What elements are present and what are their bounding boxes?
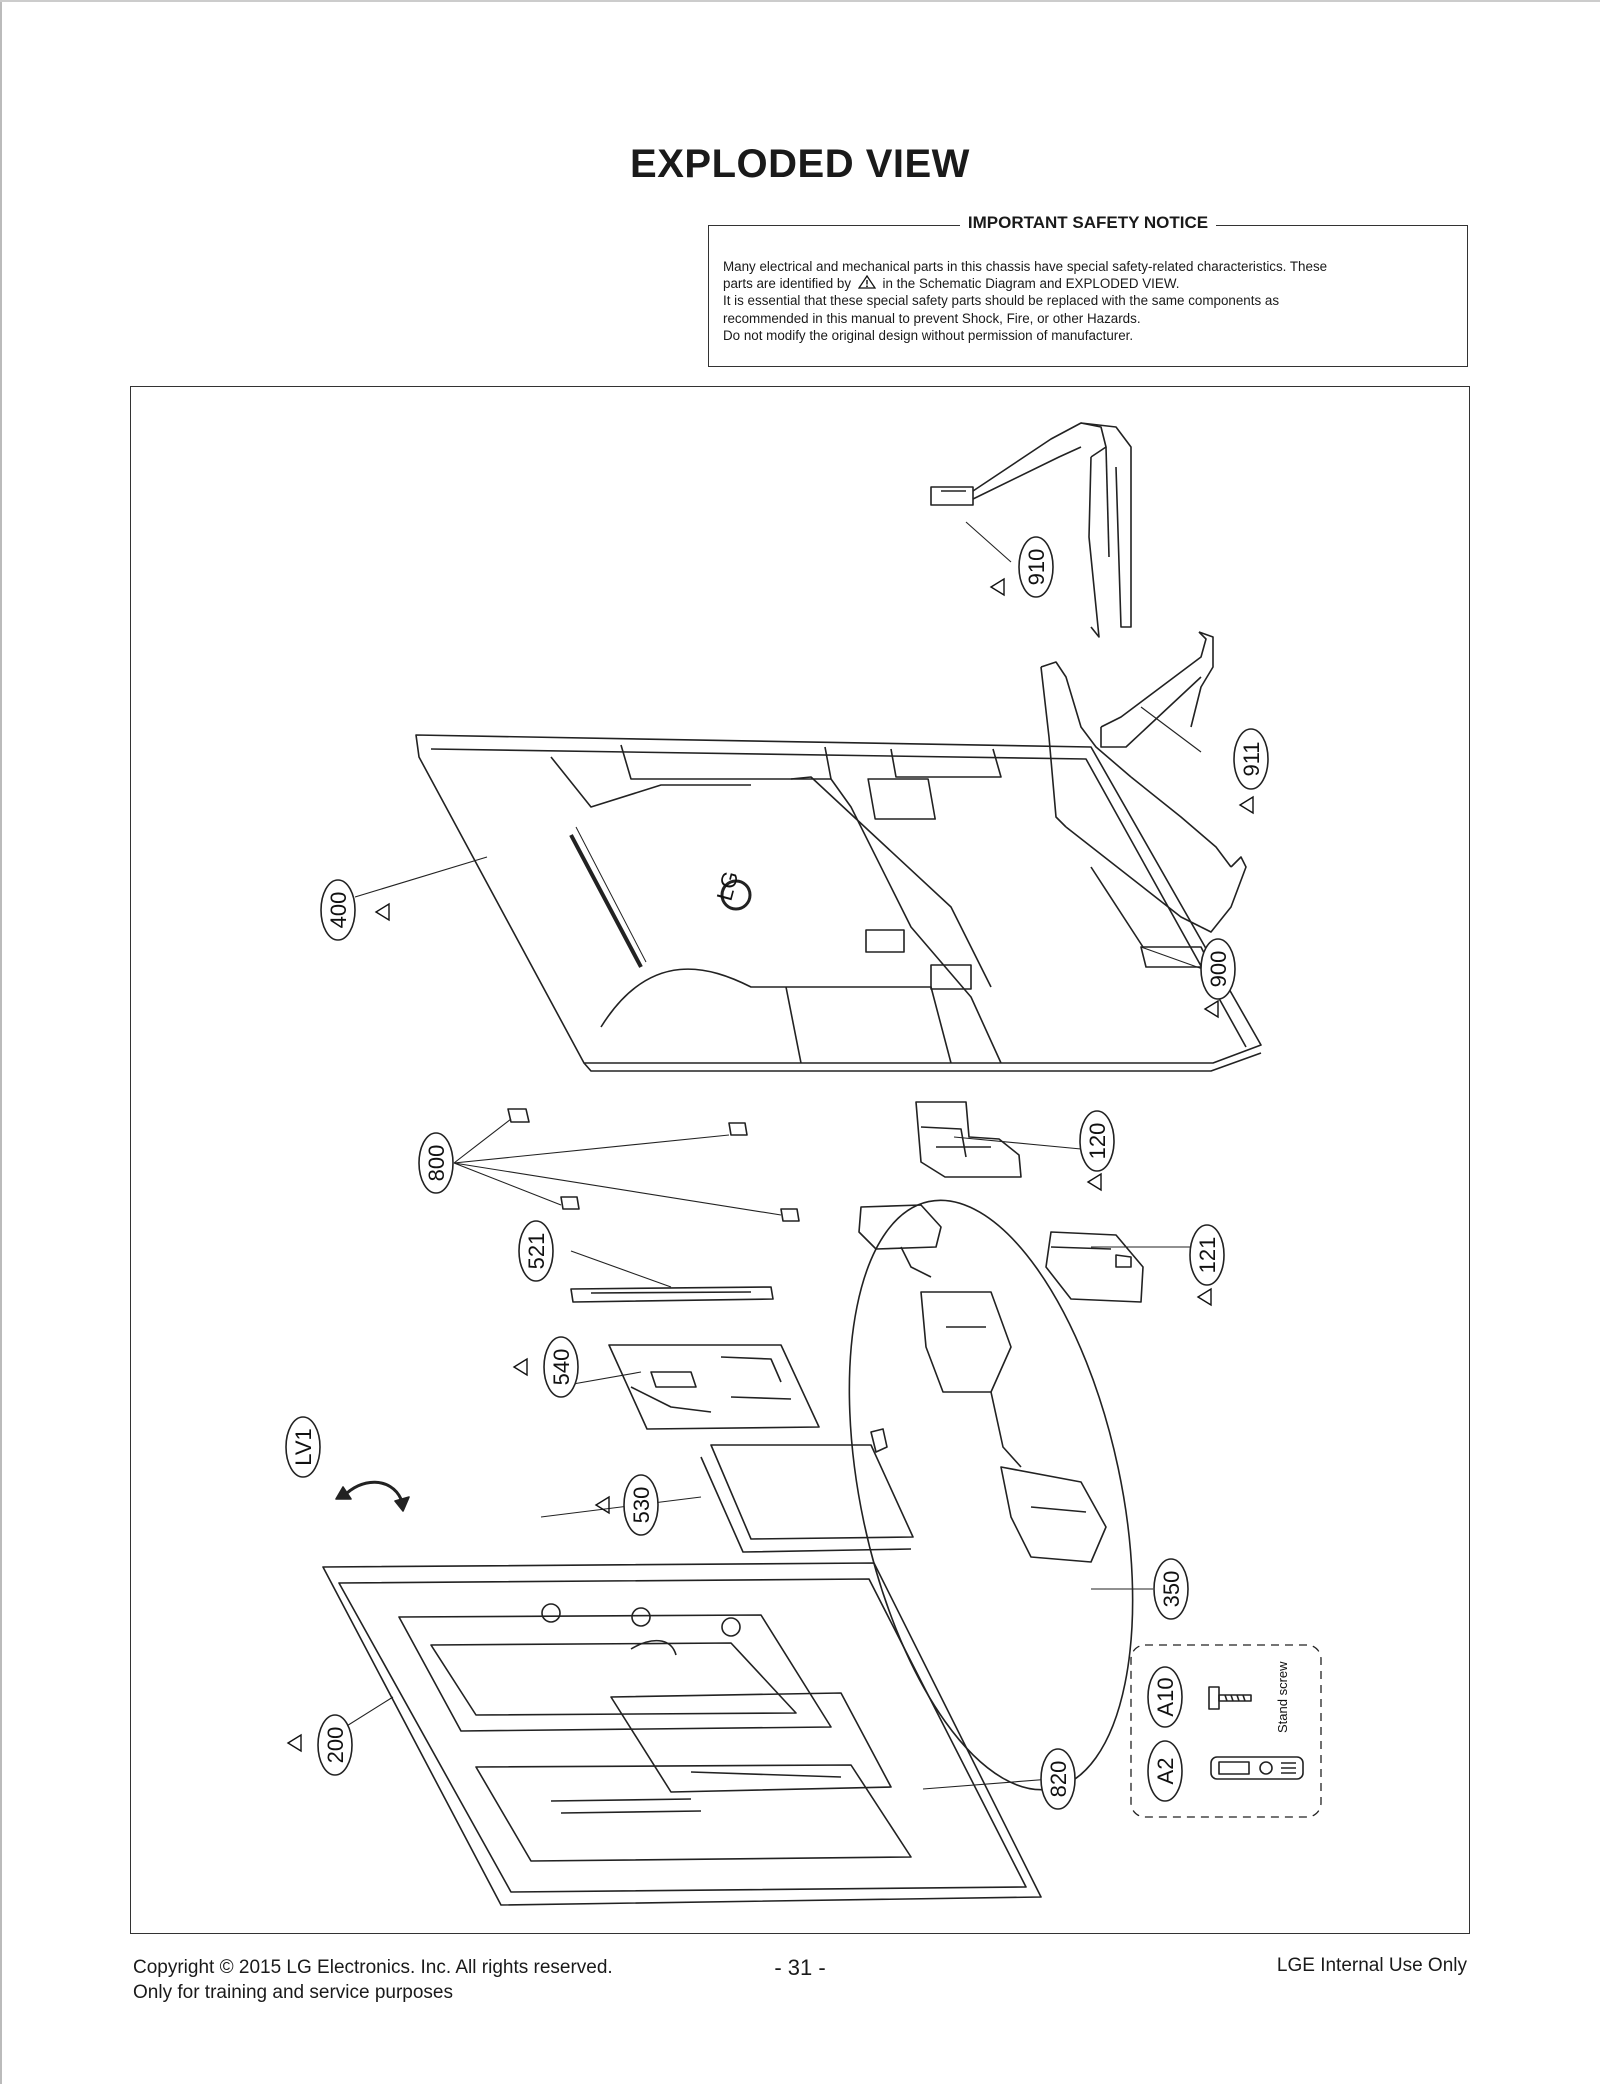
part-label-911: 911 (1233, 728, 1269, 790)
warning-triangle-icon (594, 1495, 610, 1515)
power-unit-120-drawing (915, 1101, 1022, 1178)
svg-text:LV1: LV1 (291, 1428, 316, 1466)
svg-text:820: 820 (1046, 1761, 1071, 1798)
leader-lines (325, 521, 1212, 1790)
cable-group-350-drawing (858, 1204, 1107, 1563)
front-cabinet-200-drawing (322, 1562, 1042, 1906)
part-labels: 910 911 400 900 800 120 (285, 536, 1269, 1810)
stand-base-911-drawing (1040, 631, 1247, 933)
notice-line-1: Many electrical and mechanical parts in … (723, 259, 1328, 274)
part-label-820: 820 (1040, 1748, 1076, 1810)
part-label-521: 521 (518, 1220, 554, 1282)
svg-text:540: 540 (549, 1349, 574, 1386)
lv1-arrow-drawing (335, 1480, 410, 1512)
notice-line-2: parts are identified by in the Schematic… (723, 275, 1180, 292)
svg-text:120: 120 (1085, 1123, 1110, 1160)
warning-triangle-icon (286, 1733, 302, 1753)
part-label-a10: A10 (1147, 1666, 1183, 1728)
warning-triangle-icon (1196, 1287, 1212, 1307)
internal-use-text: LGE Internal Use Only (1276, 1955, 1467, 1976)
svg-text:200: 200 (323, 1727, 348, 1764)
page-number: - 31 - (774, 1955, 826, 1980)
part-label-200: 200 (317, 1714, 353, 1776)
part-label-350: 350 (1153, 1558, 1189, 1620)
part-label-540: 540 (543, 1336, 579, 1398)
part-label-530: 530 (623, 1474, 659, 1536)
stand-screw-a10-drawing (1208, 1686, 1252, 1710)
stand-base-910-drawing (930, 422, 1132, 638)
page-edge-left (0, 0, 2, 2084)
page-title: EXPLODED VIEW (630, 142, 970, 186)
notice-line-3: It is essential that these special safet… (723, 293, 1280, 309)
footer-left: Copyright © 2015 LG Electronics. Inc. Al… (133, 1955, 613, 2005)
notice-line-4: recommended in this manual to prevent Sh… (723, 310, 1141, 326)
stopper-800-drawing (507, 1108, 800, 1222)
safety-notice-box: IMPORTANT SAFETY NOTICE Many electrical … (708, 213, 1468, 367)
copyright-text: Copyright © 2015 LG Electronics. Inc. Al… (133, 1957, 613, 1978)
cable-group-350-outline (848, 1199, 1134, 1791)
warning-triangle-icon (989, 577, 1005, 597)
main-board-540-drawing (608, 1344, 820, 1430)
part-label-400: 400 (320, 879, 356, 941)
safety-notice-body: Many electrical and mechanical parts in … (723, 258, 1453, 344)
remote-a2-drawing (1210, 1756, 1304, 1780)
accessory-box (1130, 1644, 1322, 1818)
svg-text:121: 121 (1195, 1237, 1220, 1274)
part-label-121: 121 (1189, 1224, 1225, 1286)
stand-screw-label: Stand screw (1275, 1661, 1290, 1733)
safety-notice-heading: IMPORTANT SAFETY NOTICE (959, 213, 1217, 232)
warning-triangle-icon (1238, 795, 1254, 815)
svg-text:800: 800 (424, 1145, 449, 1182)
svg-text:A2: A2 (1153, 1758, 1178, 1785)
part-label-800: 800 (418, 1132, 454, 1194)
part-label-lv1: LV1 (285, 1416, 321, 1478)
safety-marks (286, 577, 1254, 1753)
warning-triangle-icon (857, 275, 876, 289)
back-cover-400-drawing (415, 734, 1262, 1072)
board-521-drawing (570, 1286, 774, 1303)
warning-triangle-icon (512, 1357, 528, 1377)
svg-text:900: 900 (1206, 951, 1231, 988)
page-edge-top (0, 0, 1600, 2)
svg-text:521: 521 (524, 1233, 549, 1270)
exploded-view-diagram: LG (130, 386, 1470, 1934)
warning-triangle-icon (1203, 999, 1219, 1019)
svg-text:530: 530 (629, 1487, 654, 1524)
purpose-text: Only for training and service purposes (133, 1982, 453, 2003)
notice-line-5: Do not modify the original design withou… (723, 327, 1134, 343)
svg-text:350: 350 (1159, 1571, 1184, 1608)
svg-text:400: 400 (326, 892, 351, 929)
svg-text:A10: A10 (1153, 1677, 1178, 1716)
part-label-900: 900 (1200, 938, 1236, 1000)
part-label-910: 910 (1018, 536, 1054, 598)
warning-triangle-icon (374, 902, 390, 922)
part-label-a2: A2 (1147, 1740, 1183, 1802)
warning-triangle-icon (1086, 1172, 1102, 1192)
module-530-drawing (700, 1428, 914, 1553)
part-label-120: 120 (1079, 1110, 1115, 1172)
power-unit-121-drawing (1045, 1231, 1144, 1303)
svg-text:911: 911 (1239, 741, 1264, 776)
back-cover-logo: LG (712, 868, 744, 903)
svg-text:910: 910 (1024, 549, 1049, 586)
